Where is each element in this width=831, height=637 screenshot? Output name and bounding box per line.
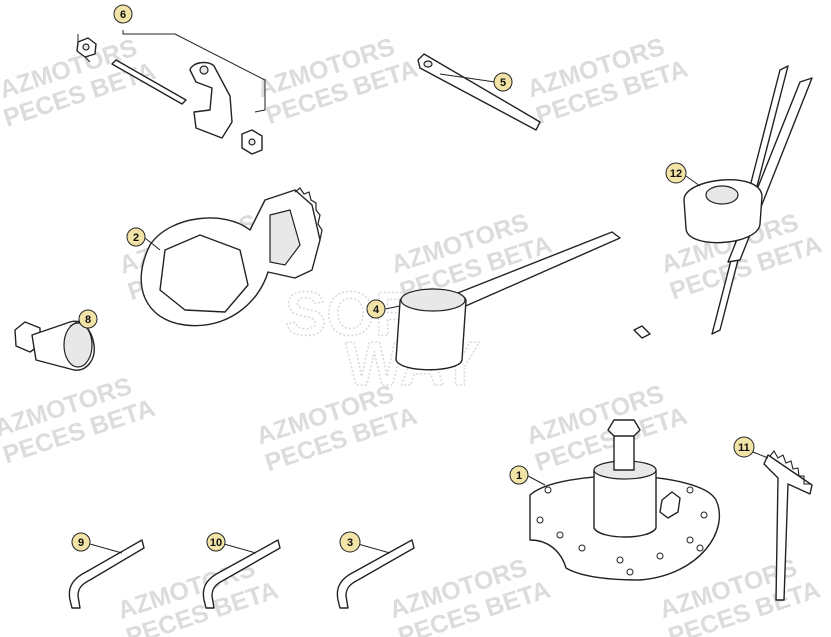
callout-label: 1 bbox=[516, 470, 522, 482]
part-11-l-key bbox=[752, 450, 813, 601]
rod-clamp-hole bbox=[705, 185, 739, 205]
callout-label: 6 bbox=[120, 9, 126, 21]
callout-bubble bbox=[339, 531, 361, 553]
callout-label: 12 bbox=[670, 168, 682, 180]
puller-holes bbox=[536, 486, 708, 576]
callout-bubble bbox=[733, 436, 755, 458]
part-3-flat-bar bbox=[417, 53, 541, 131]
leader-line bbox=[752, 451, 769, 459]
part-8-hex-key bbox=[68, 539, 145, 609]
callout-bubble bbox=[206, 532, 226, 552]
flat-bar-hole bbox=[423, 60, 433, 68]
callout-label: 9 bbox=[78, 537, 84, 549]
nut-hole bbox=[248, 138, 256, 146]
pin bbox=[111, 59, 187, 105]
part-5-hook-spanner bbox=[384, 231, 621, 371]
part-9-hex-key bbox=[202, 539, 281, 609]
callout-bubble bbox=[366, 299, 386, 319]
callout-6[interactable]: 8 bbox=[78, 309, 98, 329]
l-key bbox=[763, 454, 813, 601]
callout-bubble bbox=[126, 227, 146, 247]
puller-bolt-head bbox=[607, 419, 641, 437]
spanner-teeth bbox=[294, 187, 323, 241]
callout-label: 10 bbox=[210, 537, 222, 549]
part-4-kit-outline bbox=[122, 30, 266, 113]
callout-12[interactable]: 12 bbox=[665, 162, 687, 184]
callout-5[interactable]: 4 bbox=[366, 299, 386, 319]
part-12-rod-tool bbox=[633, 65, 813, 339]
hex-key-9 bbox=[202, 539, 281, 609]
callout-label: 11 bbox=[738, 442, 750, 454]
leader-line bbox=[69, 319, 81, 327]
leader-line bbox=[223, 543, 257, 554]
callout-2[interactable]: 2 bbox=[126, 227, 146, 247]
rod-clamp-block bbox=[683, 179, 763, 244]
puller-nut bbox=[659, 491, 681, 519]
puller-cylinder bbox=[593, 469, 657, 538]
part-1-puller-plate bbox=[527, 419, 721, 581]
callout-9[interactable]: 10 bbox=[206, 532, 226, 552]
bracket-hole bbox=[199, 65, 209, 75]
callout-1[interactable]: 1 bbox=[509, 465, 529, 485]
leader-line bbox=[527, 475, 546, 486]
spanner-slot bbox=[269, 209, 301, 266]
callout-bubble bbox=[493, 72, 513, 92]
callout-label: 8 bbox=[85, 314, 91, 326]
nut-hole bbox=[82, 43, 90, 51]
callout-4[interactable]: 6 bbox=[113, 4, 133, 24]
callout-11[interactable]: 11 bbox=[733, 436, 755, 458]
leader-line bbox=[685, 175, 701, 187]
leader-line bbox=[384, 305, 401, 310]
hex-key-10 bbox=[336, 539, 415, 609]
l-key-teeth bbox=[769, 450, 810, 485]
callout-label: 3 bbox=[347, 537, 353, 549]
part-4-tool-kit bbox=[76, 30, 266, 155]
part-2-ring-spanner bbox=[140, 187, 323, 327]
leader-line bbox=[89, 543, 123, 554]
callout-bubble bbox=[113, 4, 133, 24]
callout-label: 2 bbox=[133, 232, 139, 244]
socket-opening bbox=[63, 322, 93, 368]
hex-key-8 bbox=[68, 539, 145, 609]
leader-line bbox=[144, 237, 161, 251]
callout-label: 4 bbox=[373, 304, 380, 316]
bracket bbox=[189, 61, 233, 139]
callout-bubble bbox=[78, 309, 98, 329]
rod-tip bbox=[633, 325, 651, 339]
callout-3[interactable]: 5 bbox=[493, 72, 513, 92]
spanner-hex-opening bbox=[159, 234, 249, 313]
leader-line bbox=[357, 543, 391, 554]
leader-line bbox=[439, 73, 496, 83]
callout-10[interactable]: 3 bbox=[339, 531, 361, 553]
flat-bar bbox=[417, 53, 541, 131]
hook-cup-rim bbox=[400, 288, 466, 312]
callout-label: 5 bbox=[500, 77, 506, 89]
callout-bubble bbox=[665, 162, 687, 184]
callout-bubble bbox=[71, 532, 91, 552]
part-10-hex-key bbox=[336, 539, 415, 609]
callout-8[interactable]: 9 bbox=[71, 532, 91, 552]
callout-bubble bbox=[509, 465, 529, 485]
part-6-socket bbox=[14, 319, 95, 371]
